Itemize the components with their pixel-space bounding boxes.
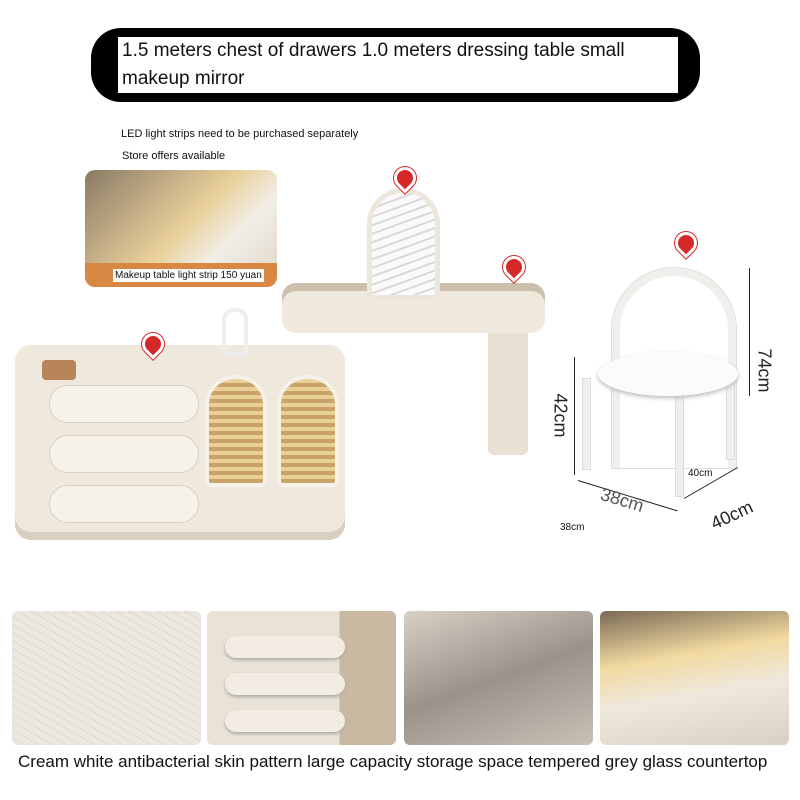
height-line <box>574 357 575 475</box>
depth-label: 38cm <box>598 484 647 517</box>
led-note: LED light strips need to be purchased se… <box>121 128 359 140</box>
banner-text: 1.5 meters chest of drawers 1.0 meters d… <box>118 37 678 93</box>
drawer <box>225 636 345 658</box>
location-pin-icon <box>498 251 530 283</box>
total-height-label: 74cm <box>754 348 775 393</box>
drawer <box>225 710 345 732</box>
seat-height-label: 42cm <box>550 393 571 438</box>
drawer <box>49 435 199 473</box>
depth-small-label: 38cm <box>560 522 585 533</box>
makeup-mirror <box>367 188 440 300</box>
jewelry-stand <box>222 308 248 356</box>
drawer <box>225 673 345 695</box>
radio <box>42 360 76 380</box>
light-strip-photo: Makeup table light strip 150 yuan <box>85 170 277 287</box>
chair-leg <box>726 378 735 460</box>
drawer-storage-photo <box>207 611 396 745</box>
width-label: 40cm <box>707 496 756 534</box>
drawer <box>49 385 199 423</box>
height-line <box>749 268 750 396</box>
offers-note: Store offers available <box>122 150 226 162</box>
drawer <box>49 485 199 523</box>
glass-door <box>277 375 339 487</box>
width-small-label: 40cm <box>688 468 713 479</box>
inset-label: Makeup table light strip 150 yuan <box>113 269 264 282</box>
feature-caption: Cream white antibacterial skin pattern l… <box>18 752 768 771</box>
desk-leg <box>488 325 528 455</box>
chair-leg <box>582 378 591 470</box>
glass-countertop-photo <box>404 611 593 745</box>
chair-seat <box>598 352 738 396</box>
chair-leg <box>675 385 684 497</box>
lit-drawer-photo <box>600 611 789 745</box>
glass-door <box>205 375 267 487</box>
location-pin-icon <box>670 227 702 259</box>
leather-texture-photo <box>12 611 201 745</box>
